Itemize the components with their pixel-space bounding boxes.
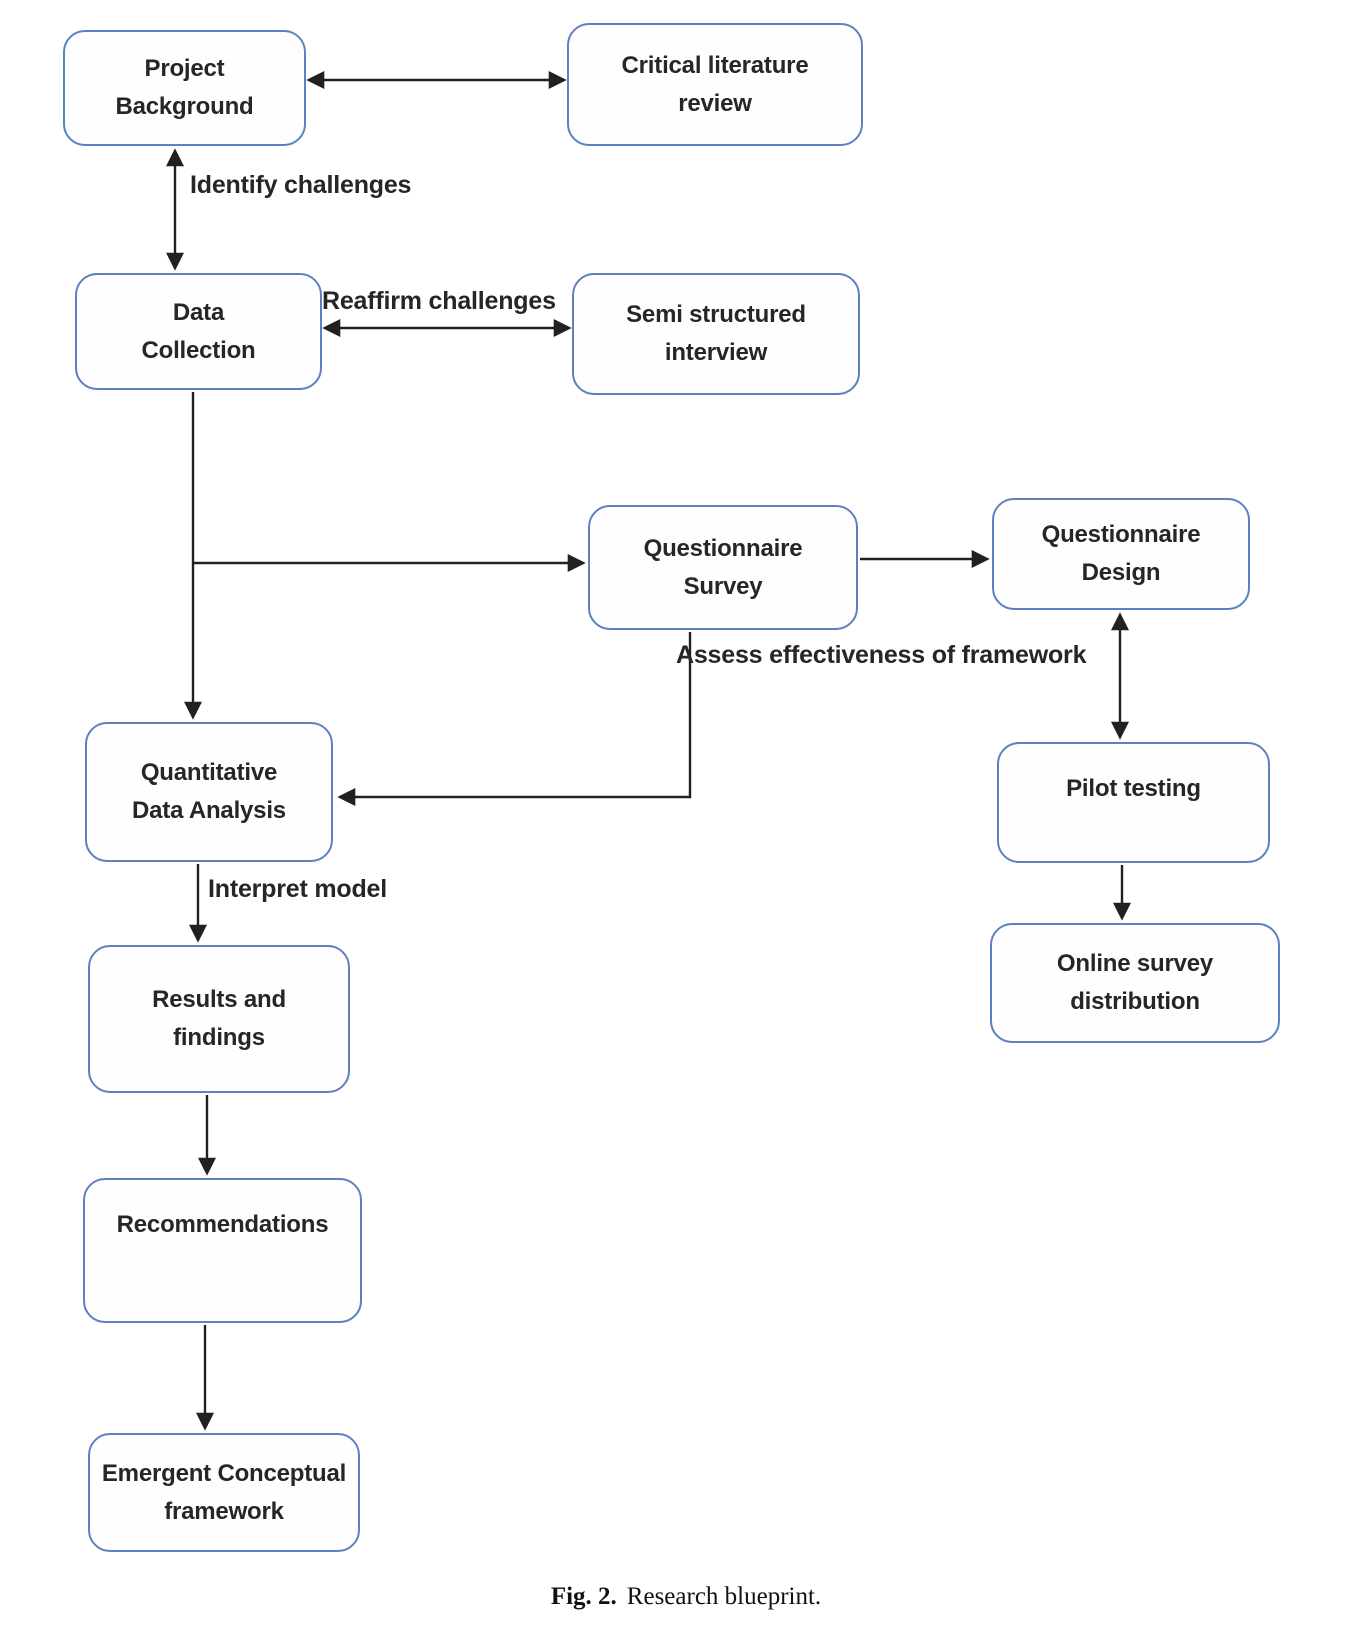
node-label: Design [1081, 559, 1161, 586]
node-label: Survey [683, 572, 763, 600]
node-semi-structured-interview: Semi structured interview [572, 273, 860, 395]
edge-label-identify-challenges: Identify challenges [190, 171, 412, 199]
node-label: Emergent Conceptual [101, 1459, 347, 1487]
edge-label-interpret-model: Interpret model [208, 875, 387, 903]
node-label: Semi structured [626, 301, 806, 328]
node-critical-literature-review: Critical literature review [567, 23, 863, 146]
node-recommendations: Recommendations [83, 1178, 362, 1323]
node-label: Collection [141, 336, 256, 364]
node-emergent-conceptual-framework: Emergent Conceptual framework [88, 1433, 360, 1552]
node-label: findings [173, 1024, 265, 1051]
arrow-questionnaire-survey-to-quantitative-data-analysis [337, 632, 692, 806]
node-label: Critical literature [621, 51, 809, 79]
node-label: Data Analysis [132, 797, 286, 824]
node-label: Online survey [1056, 950, 1214, 977]
edge-label-reaffirm-challenges: Reaffirm challenges [322, 287, 556, 315]
node-label: Project [144, 55, 225, 82]
node-label: framework [164, 1497, 284, 1525]
node-label: Pilot testing [1066, 775, 1201, 802]
node-pilot-testing: Pilot testing [997, 742, 1270, 863]
node-label: interview [664, 339, 768, 366]
node-label: Results and [152, 986, 286, 1013]
edge-label-assess-effectiveness: Assess effectiveness of framework [676, 641, 1087, 669]
node-label: review [678, 89, 752, 117]
figure-caption: Fig. 2. Research blueprint. [0, 1583, 1372, 1611]
node-label: Questionnaire [643, 534, 803, 562]
node-label: Questionnaire [1041, 521, 1201, 548]
node-label: Data [172, 298, 225, 326]
node-label: Background [115, 93, 254, 120]
node-label: Recommendations [116, 1211, 329, 1238]
node-label: Quantitative [140, 759, 278, 786]
node-online-survey-distribution: Online survey distribution [990, 923, 1280, 1043]
figure-caption-number: Fig. 2. [550, 1583, 617, 1610]
node-label: distribution [1070, 988, 1200, 1015]
figure-caption-text: Research blueprint. [626, 1583, 822, 1610]
node-results-and-findings: Results and findings [88, 945, 350, 1093]
